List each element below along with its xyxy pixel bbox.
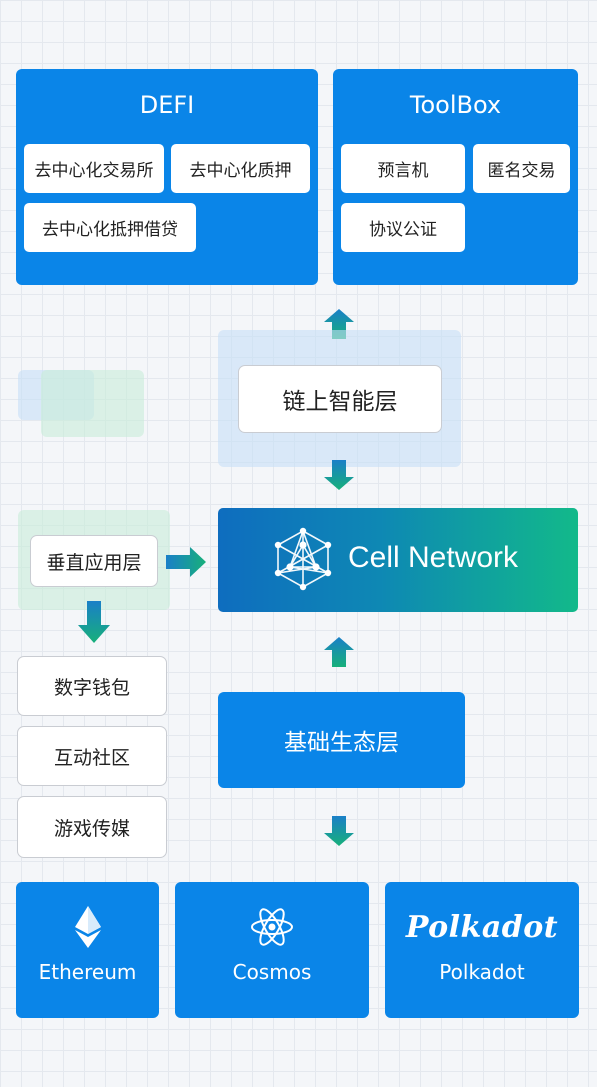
chain-ethereum: Ethereum (16, 882, 159, 1018)
onchain-layer-box: 链上智能层 (238, 365, 442, 433)
base-layer-box: 基础生态层 (218, 692, 465, 788)
cosmos-label: Cosmos (232, 960, 312, 984)
toolbox-title: ToolBox (409, 91, 502, 119)
vertical-layer-box: 垂直应用层 (30, 535, 158, 587)
defi-item-staking: 去中心化质押 (171, 144, 310, 193)
vertical-app-wallet: 数字钱包 (17, 656, 167, 716)
arrow-right-icon (166, 547, 206, 577)
cell-network-box: Cell Network (218, 508, 578, 612)
vertical-app-media: 游戏传媒 (17, 796, 167, 858)
chain-polkadot: Polkadot Polkadot (385, 882, 579, 1018)
polkadot-logo: Polkadot (405, 910, 559, 945)
cosmos-icon (250, 905, 294, 953)
arrow-up-icon (324, 309, 354, 339)
defi-panel: DEFI 去中心化交易所 去中心化质押 去中心化抵押借贷 (16, 69, 318, 285)
ethereum-label: Ethereum (38, 960, 137, 984)
arrow-down-icon (324, 816, 354, 846)
cell-network-label: Cell Network (348, 541, 519, 574)
arrow-up-icon (324, 637, 354, 667)
vertical-app-community: 互动社区 (17, 726, 167, 786)
defi-item-lending: 去中心化抵押借贷 (24, 203, 196, 252)
arrow-down-icon (324, 460, 354, 490)
defi-item-dex: 去中心化交易所 (24, 144, 164, 193)
arrow-down-icon (78, 601, 110, 643)
chain-cosmos: Cosmos (175, 882, 369, 1018)
toolbox-item-oracle: 预言机 (341, 144, 465, 193)
toolbox-item-notary: 协议公证 (341, 203, 465, 252)
decor-square-green (41, 370, 144, 437)
polkadot-label: Polkadot (439, 960, 525, 984)
network-icon (270, 527, 336, 597)
defi-title: DEFI (139, 91, 195, 119)
ethereum-icon (75, 906, 101, 952)
toolbox-item-anonymous: 匿名交易 (473, 144, 570, 193)
toolbox-panel: ToolBox 预言机 匿名交易 协议公证 (333, 69, 578, 285)
base-layer-label: 基础生态层 (284, 730, 399, 756)
